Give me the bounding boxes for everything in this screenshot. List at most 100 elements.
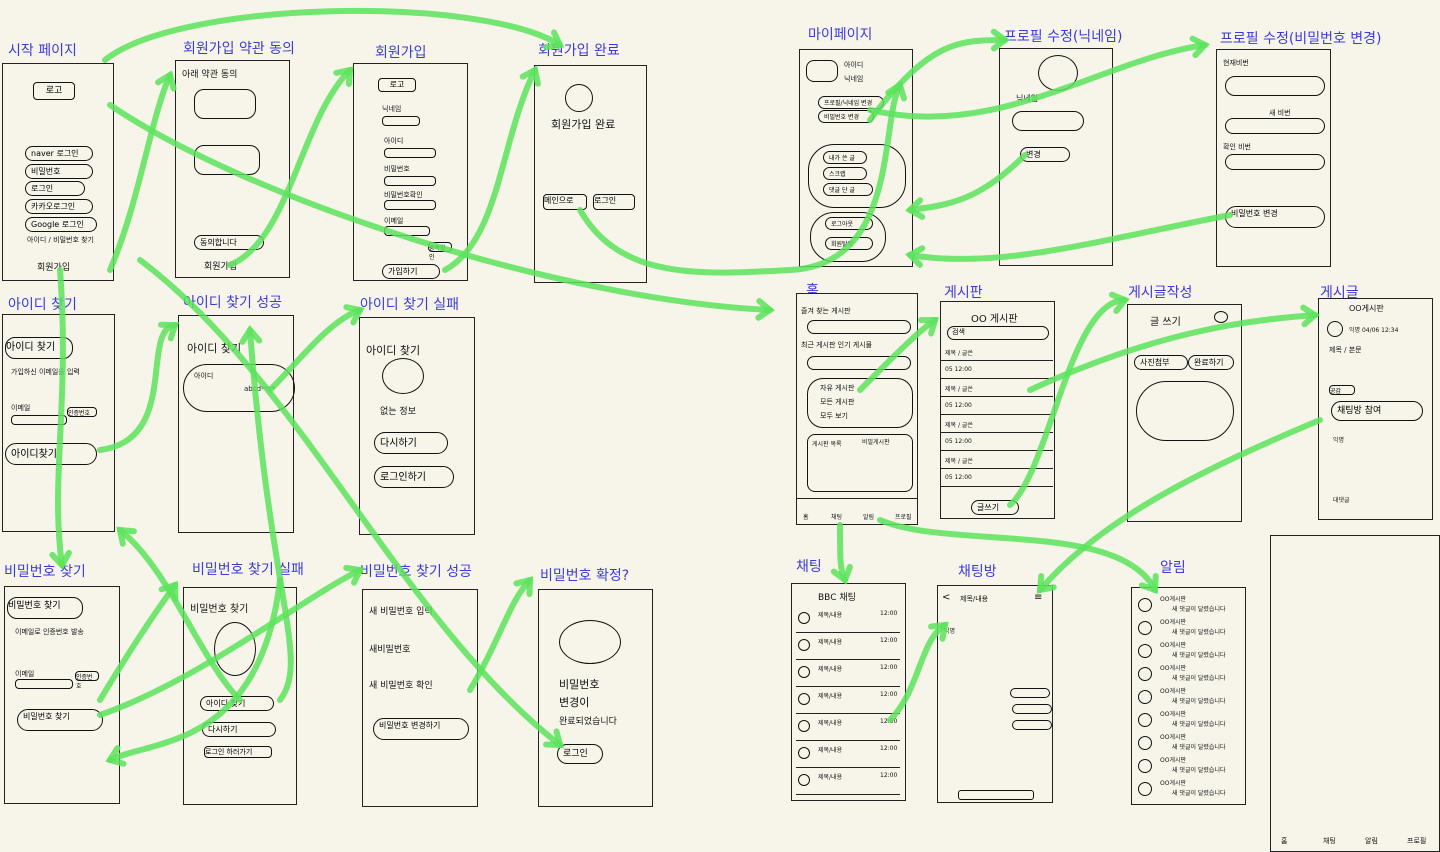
profile-photo-avatar[interactable] — [1038, 55, 1078, 91]
new-pw-label[interactable]: 새비밀번호 — [369, 645, 411, 655]
alarm-row-title[interactable]: OO게시판 — [1160, 665, 1187, 672]
alarm-row-title[interactable]: OO게시판 — [1160, 734, 1187, 741]
pw-check-input[interactable] — [384, 200, 436, 210]
nickname-input[interactable] — [382, 116, 420, 126]
google-login-button[interactable]: Google 로그인 — [25, 217, 97, 232]
complete-write-button[interactable]: 완료하기 — [1188, 355, 1234, 370]
chat-row-title[interactable]: 제목/내용 — [818, 666, 843, 673]
signup-submit-button[interactable]: 가입하기 — [382, 264, 440, 279]
profile-nick-change-button[interactable]: 변경 — [1020, 147, 1070, 162]
go-main-button[interactable]: 메인으로 — [543, 194, 587, 210]
my-posts-button[interactable]: 내가 쓴 글 — [823, 151, 867, 164]
chat-row-title[interactable]: 제목/내용 — [818, 774, 843, 781]
blank-nav-home[interactable]: 홈 — [1281, 837, 1288, 845]
kakao-login-button[interactable]: 카카오로그인 — [25, 199, 93, 214]
new-pw-input[interactable] — [1225, 118, 1325, 134]
signup-link[interactable]: 회원가입 — [37, 263, 71, 273]
board-row-text[interactable]: 05 12:00 — [945, 366, 972, 373]
my-comments-button[interactable]: 댓글 단 글 — [823, 183, 873, 196]
agree-signup-link[interactable]: 회원가입 — [204, 262, 238, 272]
new-pw-confirm-label[interactable]: 새 비밀번호 확인 — [369, 681, 433, 691]
logout-button[interactable]: 로그아웃 — [825, 217, 873, 230]
email-input[interactable] — [384, 226, 430, 236]
chat-row-title[interactable]: 제목/내용 — [818, 747, 843, 754]
attach-photo-button[interactable]: 사진첨부 — [1134, 355, 1188, 370]
edit-password-button[interactable]: 비밀번호 변경 — [818, 110, 874, 123]
id-input[interactable] — [384, 148, 436, 158]
find-pw-email-input[interactable] — [15, 679, 73, 689]
home-free-board[interactable]: 자유 게시판 — [820, 384, 855, 392]
blank-nav-profile[interactable]: 프로필 — [1407, 837, 1427, 845]
find-id-email-input[interactable] — [11, 415, 67, 425]
chat-row-title[interactable]: 제목/내용 — [818, 639, 843, 646]
dup-check-button[interactable]: 중복확인 — [428, 242, 452, 261]
blank-nav-alarm[interactable]: 알림 — [1365, 837, 1378, 845]
board-row-text[interactable]: 제목 / 글쓴 — [945, 422, 973, 429]
camera-icon[interactable] — [1214, 311, 1228, 323]
change-pw-button[interactable]: 비밀번호 변경하기 — [373, 718, 469, 740]
back-chevron-icon[interactable]: < — [942, 592, 951, 603]
account-section: 로그아웃 회원탈퇴 — [810, 212, 886, 262]
menu-icon[interactable]: ≡ — [1034, 592, 1043, 603]
go-login-button[interactable]: 로그인 — [593, 194, 635, 210]
naver-login-button[interactable]: naver 로그인 — [25, 146, 93, 161]
password-input[interactable]: 비밀번호 — [25, 164, 93, 179]
nav-home[interactable]: 홈 — [803, 514, 809, 521]
join-chat-button[interactable]: 채팅방 참여 — [1331, 401, 1423, 421]
board-row-text[interactable]: 05 12:00 — [945, 402, 972, 409]
home-grid-left[interactable]: 게시판 목록 — [812, 441, 842, 448]
chat-row-title[interactable]: 제목/내용 — [818, 720, 843, 727]
blank-nav-chat[interactable]: 채팅 — [1323, 837, 1336, 845]
board-row-text[interactable]: 제목 / 글쓴 — [945, 386, 973, 393]
nav-chat[interactable]: 채팅 — [831, 514, 843, 521]
board-search-input[interactable]: 검색 — [947, 326, 1049, 340]
current-pw-input[interactable] — [1225, 76, 1325, 96]
home-view-all[interactable]: 모두 보기 — [820, 412, 848, 420]
profile-nick-input[interactable] — [1012, 111, 1084, 131]
check-pw-input[interactable] — [1225, 154, 1325, 170]
go-find-id-button[interactable]: 아이디 찾기 — [200, 696, 274, 711]
scrap-button[interactable]: 스크랩 — [823, 167, 867, 180]
login-button[interactable]: 로그인 — [25, 181, 85, 196]
go-login-button[interactable]: 로그인 — [557, 744, 603, 764]
find-pw-button[interactable]: 비밀번호 찾기 — [17, 709, 103, 731]
board-row-text[interactable]: 제목 / 글쓴 — [945, 458, 973, 465]
frame-post: OO게시판 익명 04/06 12:34 제목 / 본문 공감 채팅방 참여 익… — [1318, 298, 1433, 520]
alarm-row-title[interactable]: OO게시판 — [1160, 642, 1187, 649]
alarm-row-title[interactable]: OO게시판 — [1160, 711, 1187, 718]
alarm-row-title[interactable]: OO게시판 — [1160, 780, 1187, 787]
board-row-text[interactable]: 05 12:00 — [945, 474, 972, 481]
like-button[interactable]: 공감 — [1329, 385, 1355, 395]
home-popular-board[interactable] — [807, 356, 911, 370]
home-all-boards[interactable]: 모든 게시판 — [820, 398, 855, 406]
alarm-row-title[interactable]: OO게시판 — [1160, 596, 1187, 603]
home-grid-right[interactable]: 비밀게시판 — [862, 439, 890, 446]
alarm-row-title[interactable]: OO게시판 — [1160, 757, 1187, 764]
retry-find-id-button[interactable]: 다시하기 — [374, 432, 448, 454]
go-login-button[interactable]: 로그인 하러가기 — [204, 746, 272, 758]
chat-message-input[interactable] — [958, 790, 1034, 800]
find-account-link[interactable]: 아이디 / 비밀번호 찾기 — [27, 236, 94, 244]
send-code-button[interactable]: 인증번호 — [67, 407, 97, 417]
chat-row-title[interactable]: 제목/내용 — [818, 612, 843, 619]
nav-profile[interactable]: 프로필 — [895, 514, 912, 521]
write-post-button[interactable]: 글쓰기 — [971, 500, 1019, 515]
find-id-button[interactable]: 아이디찾기 — [5, 443, 97, 465]
pw-input[interactable] — [384, 176, 436, 186]
retry-find-pw-button[interactable]: 다시하기 — [202, 722, 276, 737]
board-row-text[interactable]: 05 12:00 — [945, 438, 972, 445]
alarm-row-title[interactable]: OO게시판 — [1160, 619, 1187, 626]
edit-profile-button[interactable]: 프로필/닉네임 변경 — [818, 96, 884, 109]
found-id-label: 아이디 — [194, 372, 214, 380]
go-login-button[interactable]: 로그인하기 — [374, 466, 454, 488]
alarm-row-title[interactable]: OO게시판 — [1160, 688, 1187, 695]
find-pw-code-button[interactable]: 인증번호 — [75, 671, 99, 690]
nav-alarm[interactable]: 알림 — [863, 514, 875, 521]
chat-row-title[interactable]: 제목/내용 — [818, 693, 843, 700]
board-row-text[interactable]: 제목 / 글쓴 — [945, 350, 973, 357]
agree-button[interactable]: 동의합니다 — [194, 235, 264, 250]
home-fav-board[interactable] — [807, 320, 911, 334]
withdraw-button[interactable]: 회원탈퇴 — [825, 237, 873, 250]
write-content-area[interactable] — [1136, 381, 1234, 441]
change-password-button[interactable]: 비밀번호 변경 — [1225, 206, 1325, 228]
